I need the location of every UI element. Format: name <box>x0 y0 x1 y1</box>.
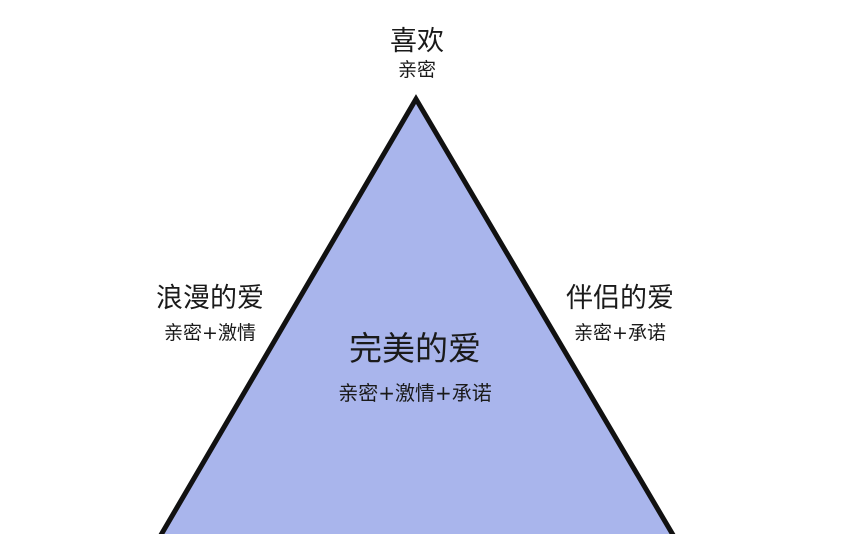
vertex-top-label: 喜欢 亲密 <box>367 26 467 82</box>
right-subtitle: 亲密+承诺 <box>574 322 666 344</box>
left-title: 浪漫的爱 <box>156 283 264 314</box>
center-title: 完美的爱 <box>349 329 481 368</box>
right-title: 伴侣的爱 <box>566 283 674 314</box>
left-subtitle: 亲密+激情 <box>164 322 256 344</box>
top-title: 喜欢 <box>390 26 444 57</box>
triangle-shape <box>158 94 676 534</box>
center-subtitle: 亲密+激情+承诺 <box>338 381 492 405</box>
left-side-label: 浪漫的爱 亲密+激情 <box>140 283 280 345</box>
center-label: 完美的爱 亲密+激情+承诺 <box>320 330 510 406</box>
right-side-label: 伴侣的爱 亲密+承诺 <box>555 283 685 345</box>
top-subtitle: 亲密 <box>397 59 436 81</box>
